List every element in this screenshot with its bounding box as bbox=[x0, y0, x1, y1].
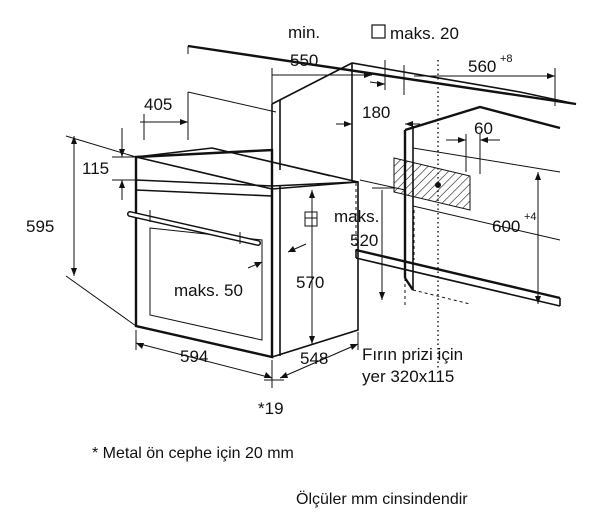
square-icon bbox=[371, 24, 386, 39]
label-min: min. bbox=[288, 23, 320, 42]
label-560-tolerance: +8 bbox=[500, 53, 513, 65]
label-405: 405 bbox=[144, 95, 172, 114]
label-maks-20: maks. 20 bbox=[390, 24, 459, 43]
label-180: 180 bbox=[362, 103, 390, 122]
label-595: 595 bbox=[26, 217, 54, 236]
label-115: 115 bbox=[82, 159, 109, 178]
label-600-tolerance: +4 bbox=[524, 211, 537, 223]
footnotes: * Metal ön cephe için 20 mm Ölçüler mm c… bbox=[92, 445, 468, 508]
label-570: 570 bbox=[296, 273, 324, 292]
oven bbox=[127, 147, 359, 359]
metal-front-note: * Metal ön cephe için 20 mm bbox=[92, 445, 294, 462]
label-550: 550 bbox=[290, 51, 318, 70]
socket-area bbox=[393, 60, 471, 370]
label-600: 600 bbox=[492, 217, 520, 236]
socket-label-line2: yer 320x115 bbox=[362, 367, 454, 386]
label-60: 60 bbox=[474, 119, 493, 138]
cabinet-structure bbox=[187, 44, 577, 307]
dimension-labels: min. 550 maks. 20 560 +8 405 180 60 115 … bbox=[26, 23, 537, 418]
label-560: 560 bbox=[468, 57, 496, 76]
label-520: 520 bbox=[350, 231, 378, 250]
label-maks: maks. bbox=[334, 207, 379, 226]
dimension-lines bbox=[65, 60, 556, 388]
label-maks-50: maks. 50 bbox=[174, 281, 243, 300]
label-594: 594 bbox=[180, 347, 208, 366]
units-note: Ölçüler mm cinsindendir bbox=[296, 490, 468, 508]
label-19: *19 bbox=[258, 399, 284, 418]
label-548: 548 bbox=[300, 349, 328, 368]
socket-label-line1: Fırın prizi için bbox=[362, 345, 463, 364]
